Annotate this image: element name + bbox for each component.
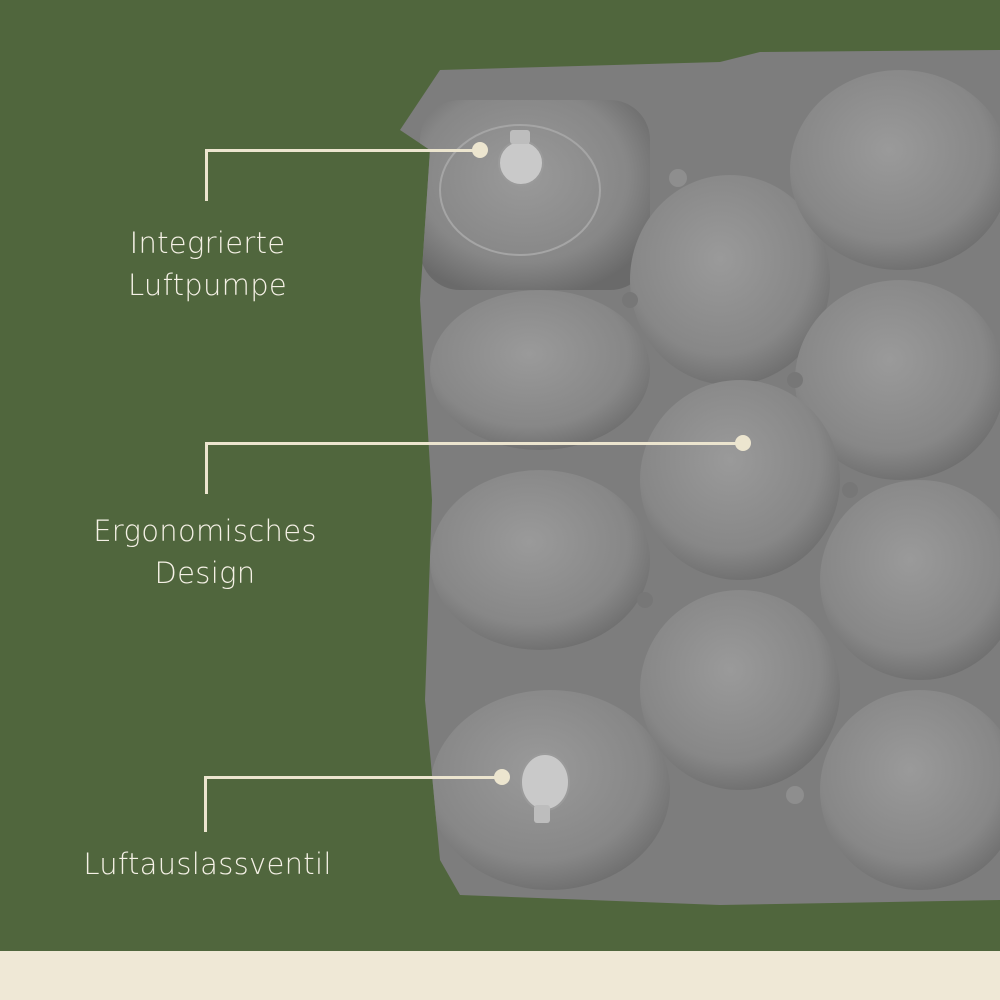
- callout-valve-label-line1: Luftauslassventil: [83, 847, 332, 881]
- callout-valve-label: Luftauslassventil: [55, 843, 360, 885]
- callout-pump-label-line2: Luftpumpe: [127, 268, 288, 302]
- callout-valve-vertical-line: [204, 776, 207, 832]
- callout-design-horizontal-line: [205, 442, 740, 445]
- callout-pump-label-line1: Integrierte: [129, 226, 286, 260]
- callout-design-label-line1: Ergonomisches: [93, 514, 317, 548]
- callout-valve-dot: [494, 769, 510, 785]
- sleeping-mat-image: [400, 50, 1000, 905]
- callout-design-label: Ergonomisches Design: [60, 510, 350, 594]
- callout-design-vertical-line: [205, 442, 208, 494]
- callout-valve-horizontal-line: [204, 776, 502, 779]
- air-pump-valve: [498, 130, 544, 186]
- cream-footer-band: [0, 951, 1000, 1000]
- callout-design-dot: [735, 435, 751, 451]
- callout-pump-vertical-line: [205, 149, 208, 201]
- callout-pump-label: Integrierte Luftpumpe: [90, 222, 325, 306]
- callout-pump-dot: [472, 142, 488, 158]
- air-release-valve: [520, 753, 570, 823]
- callout-pump-horizontal-line: [205, 149, 480, 152]
- callout-design-label-line2: Design: [154, 556, 256, 590]
